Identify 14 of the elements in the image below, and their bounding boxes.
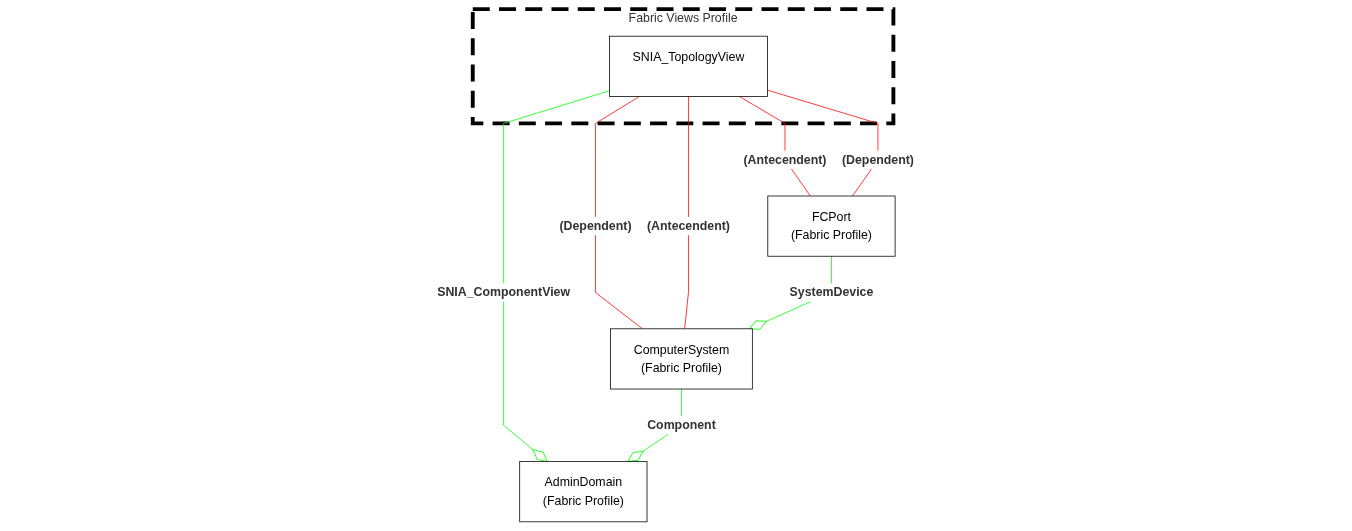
node-box: ComputerSystem (Fabric Profile) (610, 328, 754, 390)
connector (684, 96, 690, 330)
edge-label: (Dependent) (559, 219, 632, 233)
node-box: FCPort (Fabric Profile) (767, 195, 896, 257)
edge-label: (Antecendent) (647, 219, 731, 233)
edge-label: SystemDevice (789, 285, 874, 299)
node-box: SNIA_TopologyView (609, 35, 769, 97)
connector (595, 96, 644, 330)
node-box: AdminDomain (Fabric Profile) (519, 461, 648, 523)
edge-label: SNIA_ComponentView (437, 285, 571, 299)
edge-label: (Dependent) (842, 152, 915, 166)
edge-label: (Antecendent) (743, 152, 827, 166)
edge-label: Component (647, 418, 717, 432)
connector (767, 89, 879, 197)
